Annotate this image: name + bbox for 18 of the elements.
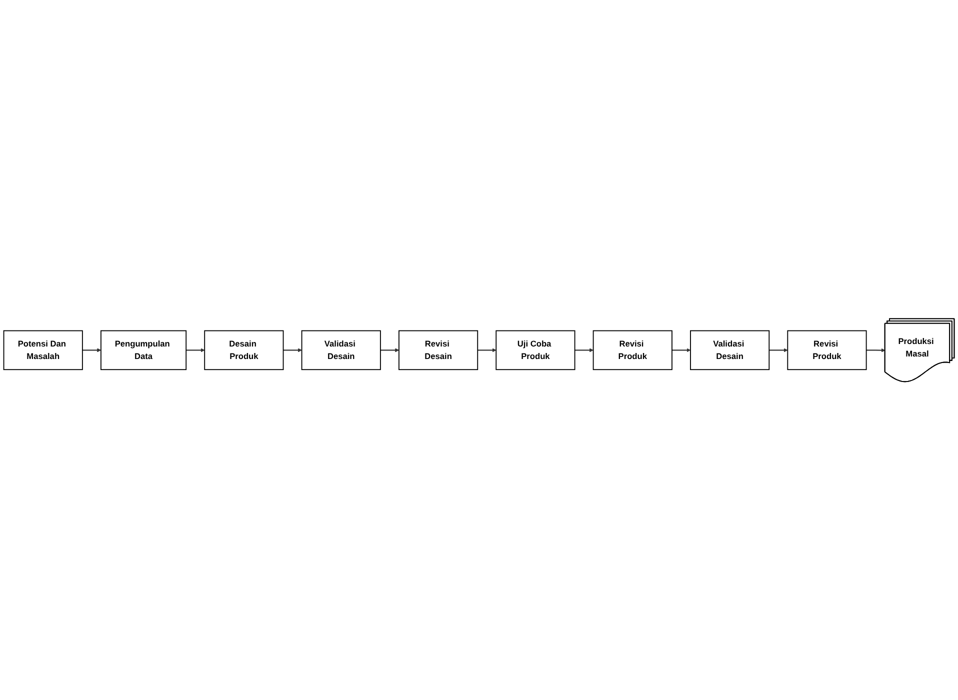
node-box: Potensi Dan Masalah (3, 330, 83, 370)
arrow (769, 348, 788, 352)
node-box: Revisi Produk (787, 330, 867, 370)
node-box: Uji Coba Produk (496, 330, 576, 370)
arrow (478, 348, 496, 352)
arrow (380, 348, 400, 352)
arrow (82, 348, 102, 352)
node-box: Pengumpulan Data (100, 330, 187, 370)
node-box: Validasi Desain (690, 330, 770, 370)
arrow (283, 348, 302, 352)
node-box: Revisi Produk (592, 330, 672, 370)
node-box: Desain Produk (204, 330, 284, 370)
arrow (574, 348, 594, 352)
arrow (186, 348, 205, 352)
node-box: Validasi Desain (301, 330, 381, 370)
node-box: Revisi Desain (398, 330, 478, 370)
arrow (866, 348, 886, 352)
arrow (672, 348, 691, 352)
